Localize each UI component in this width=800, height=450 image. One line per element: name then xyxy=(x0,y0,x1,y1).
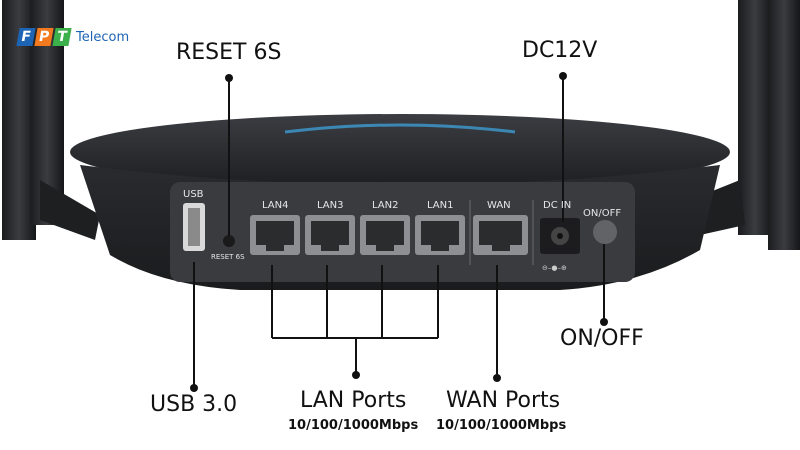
logo-brand-text: Telecom xyxy=(76,29,130,45)
panel-lan3-label: LAN3 xyxy=(317,200,344,211)
lan1-port xyxy=(415,215,465,255)
usb-callout-label: USB 3.0 xyxy=(150,392,238,417)
panel-lan4-label: LAN4 xyxy=(262,200,289,211)
panel-lan1-label: LAN1 xyxy=(427,200,454,211)
panel-dcin-label: DC IN xyxy=(543,200,572,211)
reset-callout-label: RESET 6S xyxy=(176,40,282,65)
wan-port xyxy=(473,215,528,255)
callout-lines xyxy=(193,76,605,388)
lan3-port xyxy=(305,215,355,255)
svg-text:⊖–●–⊕: ⊖–●–⊕ xyxy=(542,264,567,272)
wan-speed-label: 10/100/1000Mbps xyxy=(436,418,567,433)
logo-letter-t: T xyxy=(52,28,72,46)
power-button xyxy=(593,220,617,244)
lan-callout-label: LAN Ports xyxy=(300,388,407,413)
wan-callout-label: WAN Ports xyxy=(446,388,561,413)
right-antenna xyxy=(690,0,800,250)
dc-callout-label: DC12V xyxy=(522,38,598,63)
router-top xyxy=(70,114,730,190)
fpt-telecom-logo: F P T Telecom xyxy=(16,28,130,46)
fpt-logo-mark: F P T xyxy=(16,28,72,46)
panel-lan2-label: LAN2 xyxy=(372,200,399,211)
logo-letter-f: F xyxy=(16,28,36,46)
panel-usb-label: USB xyxy=(183,189,204,200)
panel-wan-label: WAN xyxy=(487,200,511,211)
panel-onoff-label: ON/OFF xyxy=(583,208,622,219)
lan-speed-label: 10/100/1000Mbps xyxy=(288,418,419,433)
logo-letter-p: P xyxy=(34,28,54,46)
reset-hole xyxy=(223,235,235,247)
panel-reset-label: RESET 6S xyxy=(211,253,245,261)
onoff-callout-label: ON/OFF xyxy=(560,326,644,351)
lan4-port xyxy=(250,215,300,255)
lan2-port xyxy=(360,215,410,255)
